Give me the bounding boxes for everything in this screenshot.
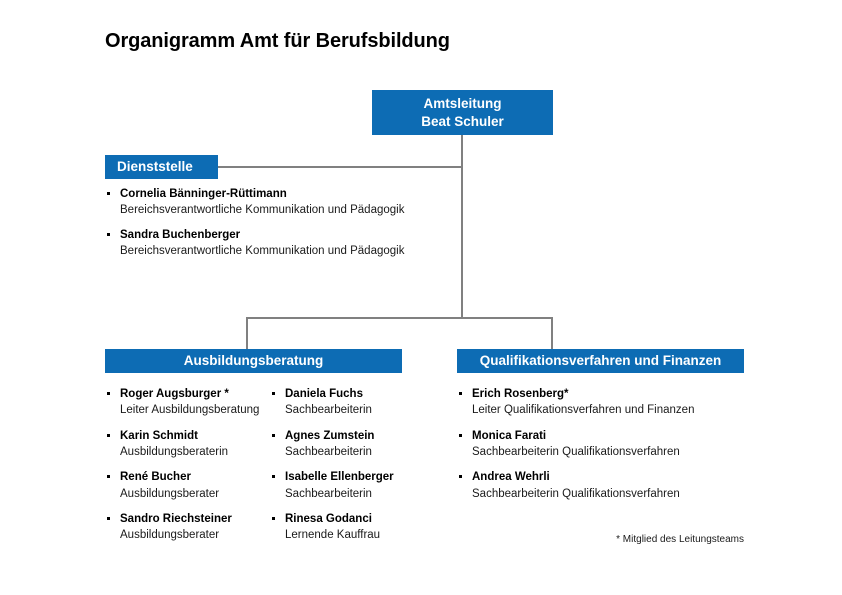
connector-department-bar: [246, 317, 553, 319]
qualifikationsverfahren-label: Qualifikationsverfahren und Finanzen: [479, 353, 722, 369]
dienststelle-label: Dienststelle: [117, 159, 193, 175]
person-name: Sandra Buchenberger: [120, 228, 241, 241]
person-role: Ausbildungsberaterin: [120, 445, 229, 458]
list-item: Agnes Zumstein Sachbearbeiterin: [270, 428, 394, 461]
person-role: Bereichsverantwortliche Kommunikation un…: [120, 244, 405, 257]
person-name: Agnes Zumstein: [285, 429, 375, 442]
list-item: Rinesa Godanci Lernende Kauffrau: [270, 511, 394, 544]
list-item: Monica Farati Sachbearbeiterin Qualifika…: [457, 428, 694, 461]
connector-drop-qualifikationsverfahren: [551, 317, 553, 349]
ausbildungsberatung-people-column-1: Roger Augsburger * Leiter Ausbildungsber…: [105, 386, 259, 553]
list-item: Erich Rosenberg* Leiter Qualifikationsve…: [457, 386, 694, 419]
person-name: Karin Schmidt: [120, 429, 198, 442]
person-name: Daniela Fuchs: [285, 388, 363, 400]
qualifikationsverfahren-people-list: Erich Rosenberg* Leiter Qualifikationsve…: [457, 386, 694, 511]
amtsleitung-title: Amtsleitung: [423, 95, 502, 111]
person-role: Sachbearbeiterin: [285, 445, 372, 458]
person-name: Cornelia Bänninger-Rüttimann: [120, 188, 287, 200]
person-name: Rinesa Godanci: [285, 512, 372, 525]
page-title: Organigramm Amt für Berufsbildung: [105, 30, 450, 52]
person-name: René Bucher: [120, 471, 191, 484]
connector-dienststelle-horizontal: [218, 166, 462, 168]
person-name: Roger Augsburger *: [120, 388, 229, 400]
person-name: Erich Rosenberg*: [472, 388, 569, 400]
ausbildungsberatung-people-column-2: Daniela Fuchs Sachbearbeiterin Agnes Zum…: [270, 386, 394, 553]
person-role: Ausbildungsberater: [120, 529, 220, 542]
person-role: Leiter Ausbildungsberatung: [120, 404, 260, 417]
connector-trunk-vertical: [461, 135, 463, 319]
person-role: Sachbearbeiterin Qualifikationsverfahren: [472, 445, 680, 458]
person-role: Bereichsverantwortliche Kommunikation un…: [120, 204, 405, 217]
list-item: Andrea Wehrli Sachbearbeiterin Qualifika…: [457, 469, 694, 502]
amtsleitung-person: Beat Schuler: [421, 113, 504, 129]
person-role: Lernende Kauffrau: [285, 529, 381, 542]
dienststelle-people-list: Cornelia Bänninger-Rüttimann Bereichsver…: [105, 186, 404, 267]
person-name: Andrea Wehrli: [472, 471, 550, 484]
person-role: Sachbearbeiterin: [285, 487, 372, 500]
box-amtsleitung[interactable]: Amtsleitung Beat Schuler: [372, 90, 553, 135]
person-role: Ausbildungsberater: [120, 487, 220, 500]
person-role: Leiter Qualifikationsverfahren und Finan…: [472, 404, 695, 417]
list-item: Daniela Fuchs Sachbearbeiterin: [270, 386, 394, 419]
footnote-leitungsteam: * Mitglied des Leitungsteams: [616, 534, 744, 545]
list-item: Karin Schmidt Ausbildungsberaterin: [105, 428, 259, 461]
ausbildungsberatung-label: Ausbildungsberatung: [183, 353, 324, 369]
list-item: Isabelle Ellenberger Sachbearbeiterin: [270, 469, 394, 502]
list-item: René Bucher Ausbildungsberater: [105, 469, 259, 502]
person-name: Sandro Riechsteiner: [120, 512, 232, 525]
person-role: Sachbearbeiterin Qualifikationsverfahren: [472, 487, 680, 500]
box-qualifikationsverfahren-und-finanzen[interactable]: Qualifikationsverfahren und Finanzen: [457, 349, 744, 373]
person-name: Monica Farati: [472, 429, 547, 442]
list-item: Roger Augsburger * Leiter Ausbildungsber…: [105, 386, 259, 419]
box-dienststelle[interactable]: Dienststelle: [105, 155, 218, 179]
box-ausbildungsberatung[interactable]: Ausbildungsberatung: [105, 349, 402, 373]
person-role: Sachbearbeiterin: [285, 404, 372, 417]
list-item: Sandra Buchenberger Bereichsverantwortli…: [105, 227, 404, 260]
person-name: Isabelle Ellenberger: [285, 471, 394, 484]
connector-drop-ausbildungsberatung: [246, 317, 248, 349]
list-item: Sandro Riechsteiner Ausbildungsberater: [105, 511, 259, 544]
list-item: Cornelia Bänninger-Rüttimann Bereichsver…: [105, 186, 404, 219]
